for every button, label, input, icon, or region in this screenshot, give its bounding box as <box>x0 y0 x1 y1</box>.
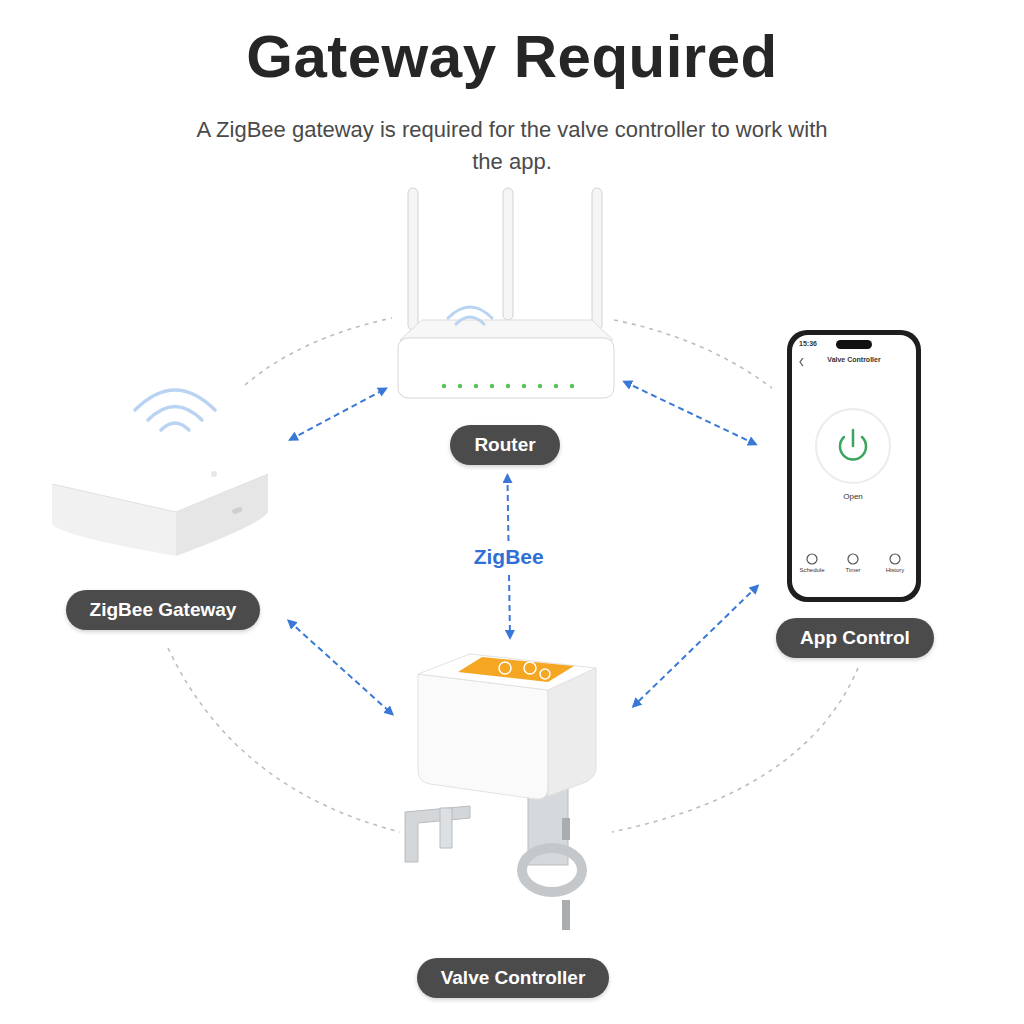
ring-arc <box>614 320 772 388</box>
timer-icon <box>848 554 858 564</box>
wifi-arc <box>456 317 484 324</box>
device-node: Valve Controller <box>400 648 626 998</box>
connection-arrow <box>288 621 392 715</box>
led <box>458 384 462 388</box>
history-icon <box>890 554 900 564</box>
router-illustration <box>398 188 614 398</box>
screen-text: Schedule <box>799 567 824 573</box>
panel-button <box>540 669 550 679</box>
router-body <box>398 338 614 398</box>
led <box>522 384 526 388</box>
wifi-icon <box>135 390 215 430</box>
dashed-ring <box>168 318 858 832</box>
left-bracket <box>405 806 470 862</box>
pipe-clamp <box>522 848 582 892</box>
device-label: ZigBee Gateway <box>66 590 261 630</box>
wifi-arc <box>161 423 189 430</box>
diagram-title: Gateway Required <box>0 22 1024 91</box>
phone-body <box>787 330 921 602</box>
status-led <box>211 471 217 477</box>
led <box>442 384 446 388</box>
ring-arc <box>245 318 392 385</box>
led <box>474 384 478 388</box>
phone-illustration <box>787 330 921 602</box>
protocol-label: ZigBee <box>470 543 548 571</box>
led <box>538 384 542 388</box>
led <box>490 384 494 388</box>
control-panel <box>458 657 574 682</box>
screen-text: History <box>886 567 905 573</box>
led <box>570 384 574 388</box>
valve-top <box>418 654 596 690</box>
led <box>506 384 510 388</box>
power-button-bg <box>816 409 890 483</box>
device-label: App Control <box>776 618 934 658</box>
panel-button <box>499 662 511 674</box>
screen-text: Timer <box>845 567 860 573</box>
back-arrow <box>800 358 803 366</box>
gateway-outline <box>52 474 268 512</box>
device-node: Router <box>395 185 615 465</box>
wifi-icon <box>448 307 492 324</box>
connection-arrow <box>290 388 386 439</box>
gateway-right <box>176 474 268 556</box>
panel-button <box>524 662 536 674</box>
screen-text: 15:36 <box>799 340 817 347</box>
gateway-illustration <box>52 390 268 556</box>
clamp-screw <box>562 818 570 840</box>
ring-arc <box>612 668 858 832</box>
router-leds <box>442 384 574 388</box>
antenna <box>408 188 418 330</box>
device-node: App Control <box>765 325 945 658</box>
clamp-screw <box>562 900 570 930</box>
power-icon <box>852 430 855 446</box>
led <box>554 384 558 388</box>
schedule-icon <box>807 554 817 564</box>
camera-island <box>836 340 872 349</box>
device-label: Router <box>450 425 559 465</box>
screen-text: Open <box>843 492 863 501</box>
phone-screen <box>792 335 916 597</box>
device-node: ZigBee Gateway <box>45 385 281 630</box>
screen-text: Valve Controller <box>827 356 880 363</box>
usb-port <box>232 506 243 514</box>
diagram-subtitle: A ZigBee gateway is required for the val… <box>182 114 842 178</box>
antenna <box>592 188 602 330</box>
connection-arrow <box>633 586 758 707</box>
gateway-left <box>52 484 176 556</box>
router-top <box>400 320 613 340</box>
device-label: Valve Controller <box>417 958 610 998</box>
left-bracket <box>440 808 452 848</box>
antenna <box>503 188 513 320</box>
valve-front <box>418 674 548 799</box>
wifi-arc <box>148 407 202 421</box>
ring-arc <box>168 648 400 832</box>
connection-arrow <box>624 382 756 445</box>
valve-illustration <box>405 654 596 930</box>
